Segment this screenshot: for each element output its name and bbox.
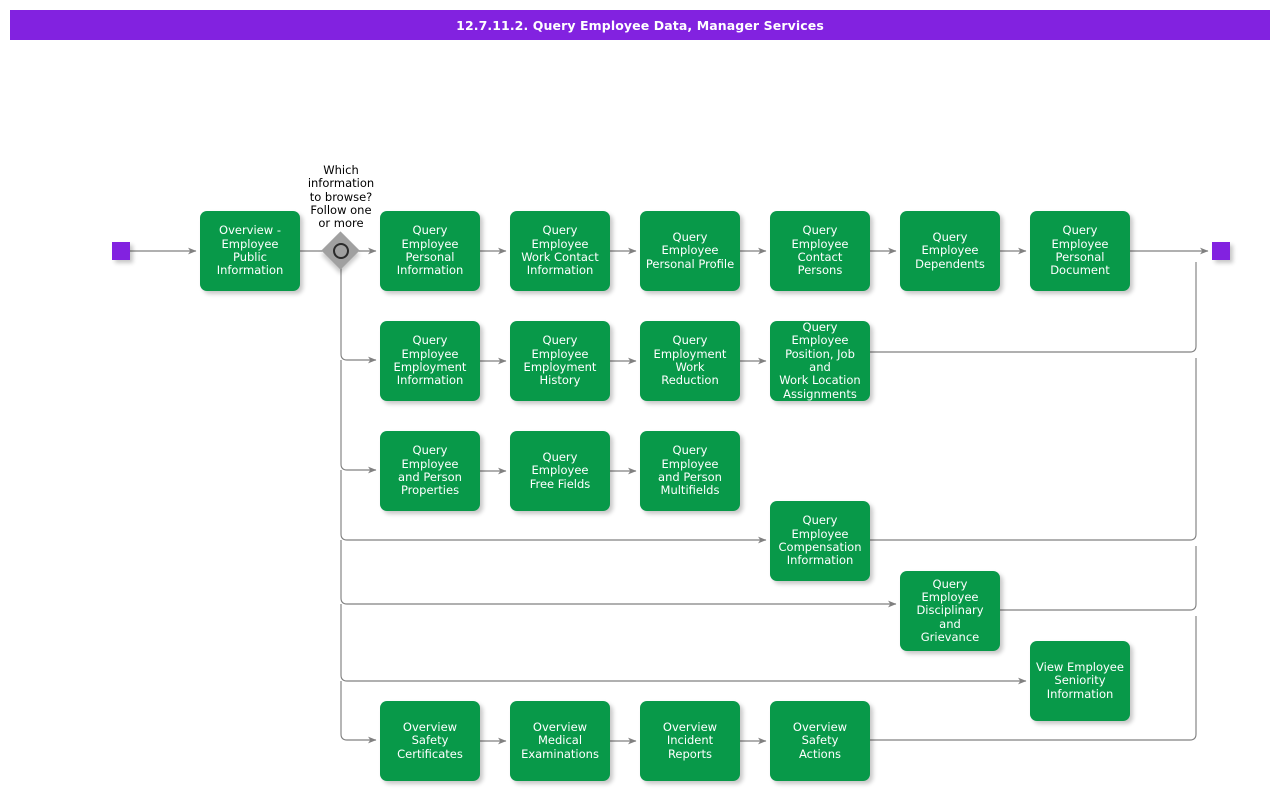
page-title: 12.7.11.2. Query Employee Data, Manager …	[10, 10, 1270, 40]
query-employee-contact-persons[interactable]: Query Employee Contact Persons	[770, 211, 870, 291]
position-to-right-rail	[870, 262, 1197, 353]
query-employee-compensation-information[interactable]: Query Employee Compensation Information	[770, 501, 870, 581]
end-terminator[interactable]	[1212, 242, 1230, 260]
node-label: Query Employee Employment History	[523, 333, 597, 388]
node-label: Query Employee Work Contact Information	[521, 223, 599, 278]
disciplinary-to-right-rail	[1000, 546, 1197, 611]
decision-branch-row4-compensation	[340, 470, 767, 544]
overview-safety-actions[interactable]: Overview Safety Actions	[770, 701, 870, 781]
query-employee-employment-history[interactable]: Query Employee Employment History	[510, 321, 610, 401]
node-label: Query Employee Compensation Information	[778, 513, 862, 568]
safety-actions-to-right-rail	[870, 616, 1197, 741]
node-label: Query Employee Personal Profile	[645, 230, 735, 271]
node-label: Query Employment Work Reduction	[653, 333, 727, 388]
node-label: Query Employee Dependents	[915, 230, 985, 271]
node-label: Overview Safety Actions	[792, 720, 848, 761]
query-employee-work-contact-information[interactable]: Query Employee Work Contact Information	[510, 211, 610, 291]
query-employee-and-person-multifields[interactable]: Query Employee and Person Multifields	[640, 431, 740, 511]
node-label: Query Employee Free Fields	[529, 450, 591, 491]
decision-branch-row7-safety	[340, 681, 377, 744]
query-employee-personal-profile[interactable]: Query Employee Personal Profile	[640, 211, 740, 291]
which-information-decision[interactable]	[321, 231, 360, 270]
node-label: Query Employee and Person Multifields	[658, 443, 722, 498]
node-label: Query Employee Contact Persons	[791, 223, 849, 278]
node-label: View Employee Seniority Information	[1036, 660, 1124, 701]
node-label: Query Employee Disciplinary and Grievanc…	[916, 576, 984, 644]
overview-incident-reports[interactable]: Overview Incident Reports	[640, 701, 740, 781]
node-label: Overview Medical Examinations	[521, 720, 599, 761]
node-label: Overview Incident Reports	[662, 720, 718, 761]
query-employee-disciplinary-and-grievance[interactable]: Query Employee Disciplinary and Grievanc…	[900, 571, 1000, 651]
query-employee-position-job-and-work-location-assignments[interactable]: Query Employee Position, Job and Work Lo…	[770, 320, 870, 401]
start-terminator[interactable]	[112, 242, 130, 260]
query-employee-employment-information[interactable]: Query Employee Employment Information	[380, 321, 480, 401]
decision-branch-row2	[340, 251, 377, 364]
query-employee-personal-document[interactable]: Query Employee Personal Document	[1030, 211, 1130, 291]
overview-medical-examinations[interactable]: Overview Medical Examinations	[510, 701, 610, 781]
query-employee-dependents[interactable]: Query Employee Dependents	[900, 211, 1000, 291]
node-label: Overview - Employee Public Information	[216, 223, 284, 278]
node-label: Query Employee Employment Information	[393, 333, 467, 388]
view-employee-seniority-information[interactable]: View Employee Seniority Information	[1030, 641, 1130, 721]
decision-label: Which information to browse? Follow one …	[307, 163, 375, 231]
decision-ring-icon	[333, 243, 349, 259]
node-label: Query Employee and Person Properties	[398, 443, 462, 498]
query-employee-personal-information[interactable]: Query Employee Personal Information	[380, 211, 480, 291]
node-label: Overview Safety Certificates	[397, 720, 463, 761]
query-employment-work-reduction[interactable]: Query Employment Work Reduction	[640, 321, 740, 401]
decision-branch-row5-disciplinary	[340, 540, 897, 608]
node-label: Query Employee Personal Information	[396, 223, 464, 278]
query-employee-and-person-properties[interactable]: Query Employee and Person Properties	[380, 431, 480, 511]
overview-safety-certificates[interactable]: Overview Safety Certificates	[380, 701, 480, 781]
node-label: Query Employee Position, Job and Work Lo…	[779, 320, 861, 401]
overview-employee-public-information[interactable]: Overview - Employee Public Information	[200, 211, 300, 291]
decision-branch-row3	[340, 360, 377, 474]
decision-branch-row6-seniority	[340, 604, 1027, 685]
node-label: Query Employee Personal Document	[1050, 223, 1110, 278]
compensation-to-right-rail	[870, 358, 1197, 541]
query-employee-free-fields[interactable]: Query Employee Free Fields	[510, 431, 610, 511]
